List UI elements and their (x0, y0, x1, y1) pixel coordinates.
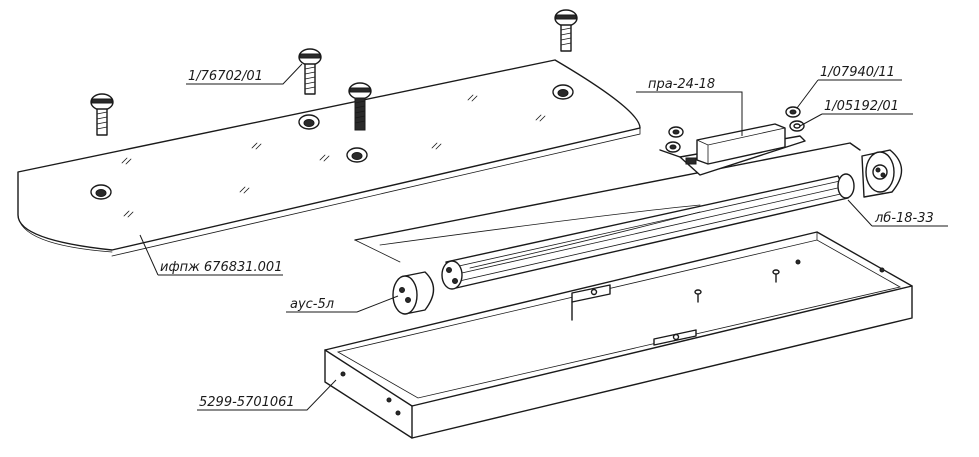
diffuser-hole (346, 147, 368, 163)
diffuser-hole (552, 84, 574, 100)
reflector (354, 142, 861, 263)
screw (554, 9, 578, 52)
label-lampholder: аус-5л (290, 297, 334, 312)
label-nut: 1/07940/11 (820, 65, 895, 80)
label-washer: 1/05192/01 (824, 99, 899, 114)
screw (298, 48, 322, 95)
label-diffuser: ифпж 676831.001 (160, 260, 282, 275)
label-ballast: пра-24-18 (648, 77, 715, 92)
diffuser-panel (17, 59, 641, 257)
nut (665, 141, 681, 153)
leader-lines (139, 63, 948, 411)
lampholder-left (392, 271, 435, 315)
screw (348, 82, 372, 131)
diffuser-hole (90, 184, 112, 200)
lampholder-right (861, 149, 903, 198)
housing-tray (324, 231, 913, 439)
nut (785, 106, 801, 118)
fluorescent-lamp (441, 173, 855, 290)
washer (789, 120, 805, 132)
label-housing: 5299-5701061 (199, 395, 295, 410)
diffuser-hole (298, 114, 320, 130)
stud (772, 269, 780, 283)
stud (694, 289, 702, 303)
ballast-assembly (659, 123, 806, 176)
nut (668, 126, 684, 138)
screw (90, 93, 114, 136)
label-lamp: лб-18-33 (874, 211, 934, 226)
label-screw: 1/76702/01 (188, 69, 263, 84)
